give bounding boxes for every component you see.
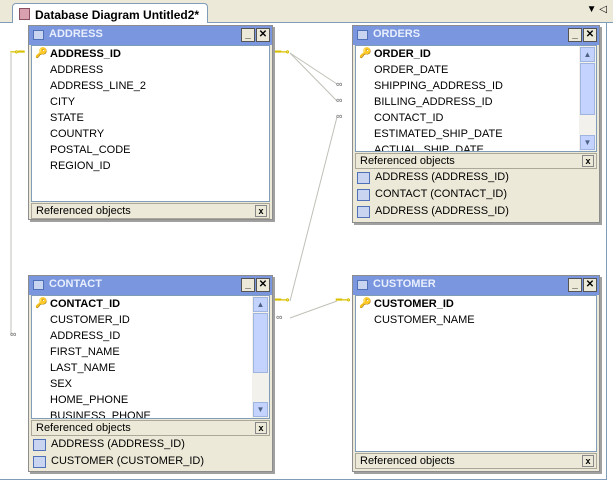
minimize-button[interactable]: _ [241, 28, 255, 42]
table-header[interactable]: CONTACT _✕ [29, 276, 272, 295]
scroll-down-icon[interactable]: ▼ [253, 402, 268, 417]
table-icon [357, 280, 368, 290]
column-row[interactable]: CUSTOMER_NAME [374, 314, 475, 326]
table-orders[interactable]: ORDERS _✕ 🔑ORDER_ID ORDER_DATE SHIPPING_… [352, 25, 600, 223]
column-row[interactable]: COUNTRY [50, 128, 105, 140]
column-row[interactable]: BILLING_ADDRESS_ID [374, 96, 493, 108]
column-list[interactable]: 🔑CONTACT_ID CUSTOMER_ID ADDRESS_ID FIRST… [31, 295, 270, 419]
referenced-object[interactable]: ADDRESS (ADDRESS_ID) [357, 203, 509, 220]
scroll-thumb[interactable] [580, 63, 595, 115]
scroll-left-icon[interactable]: ◁ [599, 4, 607, 15]
table-icon [33, 280, 44, 290]
key-connector-icon: ⊸━ [10, 47, 25, 58]
scroll-up-icon[interactable]: ▲ [580, 47, 595, 62]
table-icon [33, 439, 46, 451]
column-row[interactable]: HOME_PHONE [50, 394, 129, 406]
referenced-object[interactable]: CUSTOMER (CUSTOMER_ID) [33, 453, 204, 470]
close-button[interactable]: ✕ [256, 28, 270, 42]
column-row[interactable]: REGION_ID [50, 160, 111, 172]
close-referenced-button[interactable]: x [582, 155, 594, 167]
scrollbar[interactable]: ▲▼ [579, 46, 596, 151]
table-icon [33, 30, 44, 40]
column-row[interactable]: CUSTOMER_ID [50, 314, 130, 326]
link-connector-icon: ∞ [336, 79, 343, 89]
column-row[interactable]: ORDER_DATE [374, 64, 449, 76]
table-icon [357, 206, 370, 218]
table-header[interactable]: ORDERS _✕ [353, 26, 599, 45]
close-referenced-button[interactable]: x [255, 422, 267, 434]
scroll-up-icon[interactable]: ▲ [253, 297, 268, 312]
key-connector-icon: ━⊸ [275, 295, 290, 306]
tab-database-diagram[interactable]: Database Diagram Untitled2* [12, 3, 208, 24]
relation-line [289, 116, 338, 302]
referenced-object[interactable]: ADDRESS (ADDRESS_ID) [357, 169, 509, 186]
link-connector-icon: ∞ [336, 111, 343, 121]
table-icon [33, 456, 46, 468]
column-list[interactable]: 🔑ORDER_ID ORDER_DATE SHIPPING_ADDRESS_ID… [355, 45, 597, 152]
column-row[interactable]: CITY [50, 96, 76, 108]
key-connector-icon: ━⊸ [336, 295, 351, 306]
column-row[interactable]: SEX [50, 378, 73, 390]
minimize-button[interactable]: _ [241, 278, 255, 292]
primary-key-icon: 🔑 [359, 298, 372, 309]
close-referenced-button[interactable]: x [255, 205, 267, 217]
referenced-object[interactable]: CONTACT (CONTACT_ID) [357, 186, 507, 203]
close-referenced-button[interactable]: x [582, 455, 594, 467]
table-icon [357, 172, 370, 184]
close-button[interactable]: ✕ [583, 28, 597, 42]
column-row[interactable]: ADDRESS_LINE_2 [50, 80, 146, 92]
tab-bar: Database Diagram Untitled2* ▼ ◁ [0, 0, 613, 24]
relation-line [289, 52, 338, 102]
column-row[interactable]: ADDRESS_ID [50, 330, 121, 342]
close-button[interactable]: ✕ [583, 278, 597, 292]
column-row[interactable]: 🔑CONTACT_ID [35, 298, 121, 310]
column-row[interactable]: SHIPPING_ADDRESS_ID [374, 80, 503, 92]
primary-key-icon: 🔑 [35, 298, 48, 309]
column-row[interactable]: FIRST_NAME [50, 346, 120, 358]
link-connector-icon: ∞ [10, 329, 17, 339]
column-row[interactable]: POSTAL_CODE [50, 144, 131, 156]
scroll-thumb[interactable] [253, 313, 268, 373]
column-row[interactable]: 🔑ADDRESS_ID [35, 48, 121, 60]
column-row[interactable]: ACTUAL_SHIP_DATE [374, 144, 484, 152]
table-header[interactable]: CUSTOMER _✕ [353, 276, 599, 295]
link-connector-icon: ∞ [336, 95, 343, 105]
referenced-object[interactable]: ADDRESS (ADDRESS_ID) [33, 436, 185, 453]
primary-key-icon: 🔑 [35, 48, 48, 59]
column-row[interactable]: ADDRESS [50, 64, 104, 76]
column-row[interactable]: CONTACT_ID [374, 112, 444, 124]
primary-key-icon: 🔑 [359, 48, 372, 59]
column-list[interactable]: 🔑CUSTOMER_ID CUSTOMER_NAME [355, 295, 597, 452]
relation-line [289, 52, 338, 85]
column-row[interactable]: 🔑ORDER_ID [359, 48, 431, 60]
diagram-icon [19, 8, 30, 20]
table-icon [357, 189, 370, 201]
column-row[interactable]: STATE [50, 112, 84, 124]
table-contact[interactable]: CONTACT _✕ 🔑CONTACT_ID CUSTOMER_ID ADDRE… [28, 275, 273, 472]
relation-line [289, 300, 338, 319]
key-connector-icon: ━⊸ [275, 47, 290, 58]
table-header[interactable]: ADDRESS _✕ [29, 26, 272, 45]
minimize-button[interactable]: _ [568, 278, 582, 292]
close-button[interactable]: ✕ [256, 278, 270, 292]
column-row[interactable]: BUSINESS_PHONE [50, 410, 151, 419]
minimize-button[interactable]: _ [568, 28, 582, 42]
column-row[interactable]: 🔑CUSTOMER_ID [359, 298, 454, 310]
scrollbar[interactable]: ▲▼ [252, 296, 269, 418]
column-row[interactable]: LAST_NAME [50, 362, 116, 374]
link-connector-icon: ∞ [276, 312, 283, 322]
table-icon [357, 30, 368, 40]
column-list[interactable]: 🔑ADDRESS_ID ADDRESS ADDRESS_LINE_2 CITY … [31, 45, 270, 202]
table-customer[interactable]: CUSTOMER _✕ 🔑CUSTOMER_ID CUSTOMER_NAME R… [352, 275, 600, 472]
scroll-down-icon[interactable]: ▼ [580, 135, 595, 150]
table-address[interactable]: ADDRESS _✕ 🔑ADDRESS_ID ADDRESS ADDRESS_L… [28, 25, 273, 220]
column-row[interactable]: ESTIMATED_SHIP_DATE [374, 128, 503, 140]
tab-list-dropdown-icon[interactable]: ▼ [586, 4, 597, 15]
